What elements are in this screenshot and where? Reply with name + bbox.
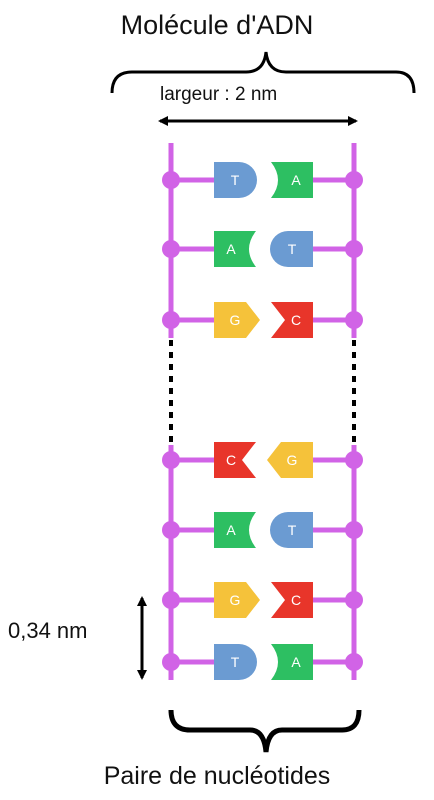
backbone-node: [162, 451, 180, 469]
backbone-node: [345, 311, 363, 329]
nucleotide-letter: G: [230, 312, 241, 328]
nucleotide-letter: T: [288, 241, 297, 257]
nucleotide-shape: [271, 302, 313, 338]
backbone-node: [162, 521, 180, 539]
nucleotide-shape: [271, 644, 313, 680]
nucleotide-C: C: [271, 302, 313, 338]
nucleotide-G: G: [214, 302, 260, 338]
bottom-brace: [168, 709, 362, 753]
nucleotide-shape: [214, 231, 256, 267]
nucleotide-C: C: [271, 582, 313, 618]
nucleotide-letter: T: [231, 172, 240, 188]
nucleotide-A: A: [214, 512, 256, 548]
backbone-node: [162, 171, 180, 189]
nucleotide-A: A: [271, 644, 313, 680]
nucleotide-pair-label: Paire de nucléotides: [103, 762, 331, 790]
backbone-node: [162, 240, 180, 258]
backbone-node: [345, 591, 363, 609]
nucleotide-G: G: [267, 442, 313, 478]
diagram-title: Molécule d'ADN: [120, 10, 314, 40]
nucleotide-letter: A: [226, 241, 236, 257]
spacing-label: 0,34 nm: [8, 618, 88, 643]
nucleotide-T: T: [214, 162, 257, 198]
backbone-node: [162, 653, 180, 671]
nucleotide-C: C: [214, 442, 256, 478]
nucleotide-T: T: [214, 644, 257, 680]
nucleotide-letter: C: [226, 452, 236, 468]
width-label: largeur : 2 nm: [160, 84, 278, 105]
nucleotide-T: T: [270, 512, 313, 548]
nucleotide-G: G: [214, 582, 260, 618]
nucleotide-letter: C: [291, 312, 301, 328]
nucleotide-shape: [214, 582, 260, 618]
nucleotide-letter: T: [288, 522, 297, 538]
nucleotide-shape: [214, 162, 257, 198]
nucleotide-letter: A: [291, 172, 301, 188]
nucleotide-letter: A: [226, 522, 236, 538]
backbone-node: [345, 240, 363, 258]
backbone-node: [345, 171, 363, 189]
nucleotide-letter: G: [287, 452, 298, 468]
nucleotide-shape: [267, 442, 313, 478]
nucleotide-T: T: [270, 231, 313, 267]
nucleotide-letter: G: [230, 592, 241, 608]
nucleotide-shape: [214, 302, 260, 338]
nucleotide-shape: [214, 512, 256, 548]
nucleotide-shape: [270, 231, 313, 267]
nucleotide-shape: [214, 644, 257, 680]
top-brace: [110, 51, 416, 94]
backbone-node: [345, 521, 363, 539]
nucleotide-shape: [271, 582, 313, 618]
backbone-node: [345, 451, 363, 469]
nucleotide-letter: T: [231, 654, 240, 670]
nucleotide-shape: [271, 162, 313, 198]
nucleotide-shape: [214, 442, 256, 478]
backbone-node: [345, 653, 363, 671]
nucleotide-letter: A: [291, 654, 301, 670]
backbone-node: [162, 591, 180, 609]
nucleotide-A: A: [271, 162, 313, 198]
backbone-node: [162, 311, 180, 329]
nucleotide-A: A: [214, 231, 256, 267]
nucleotide-shape: [270, 512, 313, 548]
base-pairs-group: T A A T G C C G A T G C T A: [162, 162, 363, 680]
nucleotide-letter: C: [291, 592, 301, 608]
